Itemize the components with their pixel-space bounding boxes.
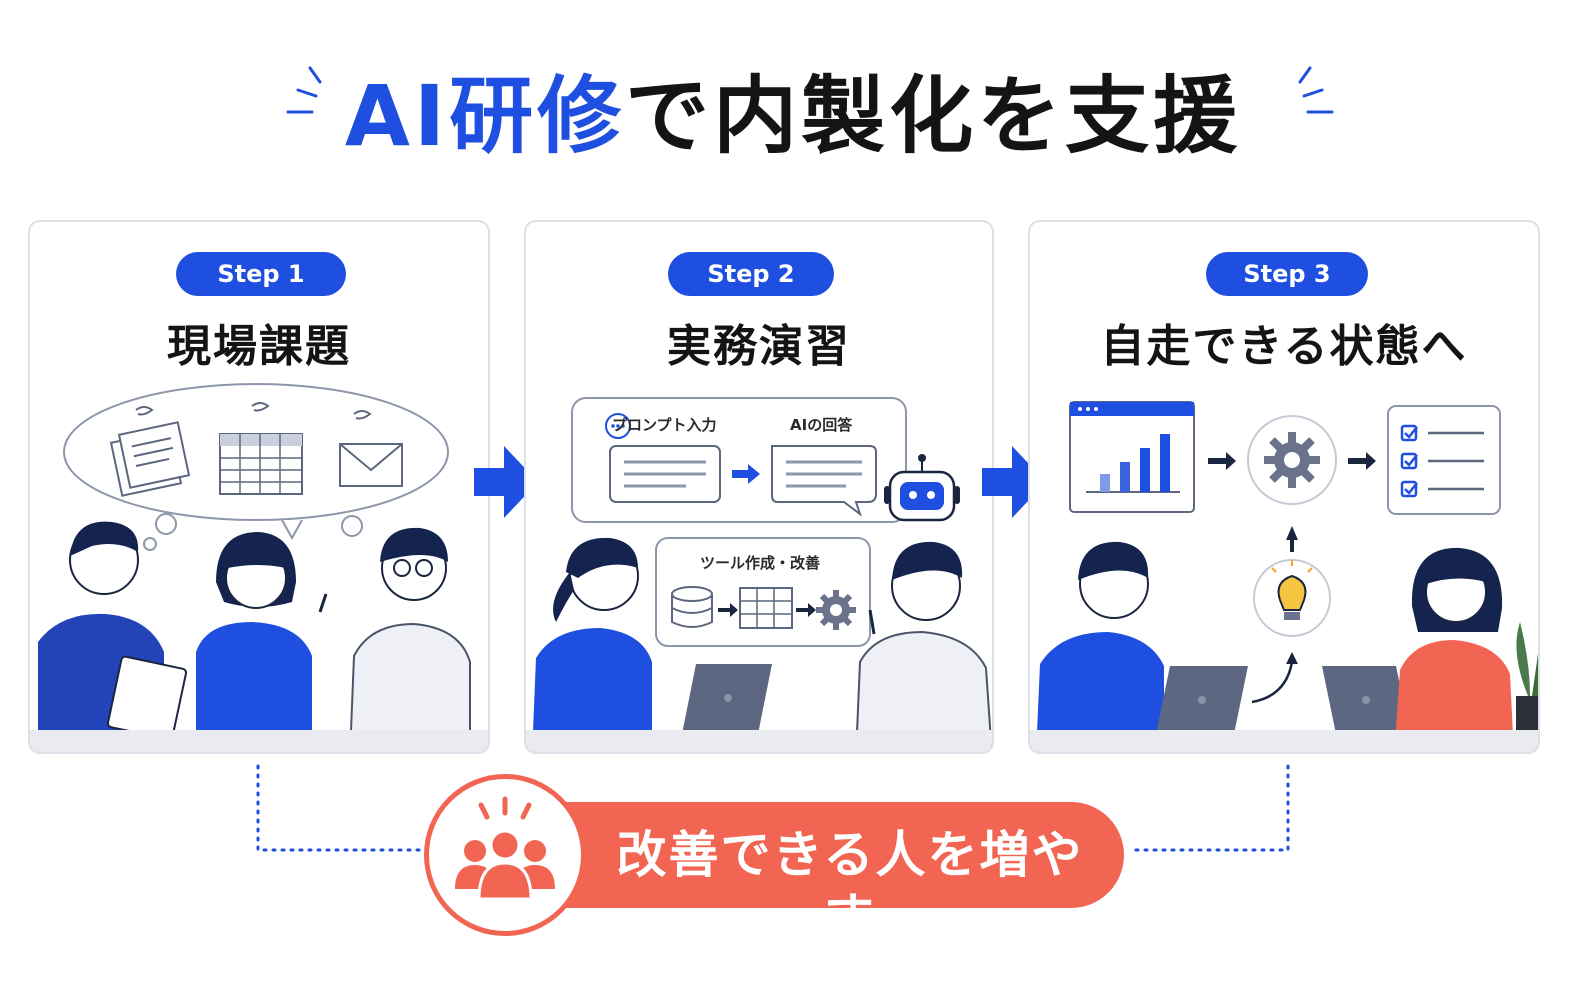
bottom-banner-text: 改善できる人を増やす — [616, 826, 1084, 946]
woman-person — [196, 532, 328, 752]
prompt-label: プロンプト入力 — [612, 416, 717, 434]
sparkle-left-icon — [286, 66, 322, 114]
people-icon-circle — [424, 774, 586, 936]
gear-icon — [816, 590, 856, 630]
step-2-illustration — [532, 397, 992, 752]
step-2-badge: Step 2 — [668, 252, 834, 296]
plant-icon — [1516, 622, 1538, 736]
woman-person — [532, 537, 652, 752]
tool-label: ツール作成・改善 — [700, 554, 821, 572]
arrow-right-icon — [982, 446, 1046, 518]
floor — [30, 730, 488, 752]
chat-icon — [605, 413, 631, 439]
connector-right — [1128, 764, 1290, 852]
lightbulb-icon — [1253, 559, 1331, 637]
step-3-card: Step 3 自走できる状態へ — [1028, 220, 1540, 754]
step-1-illustration — [38, 383, 471, 752]
title-accent: AI研修 — [344, 67, 626, 165]
table-icon — [739, 587, 793, 629]
step-2-card: Step 2 実務演習 — [524, 220, 994, 754]
database-icon — [671, 586, 713, 628]
people-icon — [455, 796, 555, 901]
arrow-right-icon — [474, 446, 538, 518]
step-3-title: 自走できる状態へ — [1100, 321, 1468, 372]
step-1-card: Step 1 現場課題 — [28, 220, 490, 754]
step-1-badge: Step 1 — [176, 252, 346, 296]
connector-left — [256, 764, 428, 852]
glasses-person — [349, 527, 471, 752]
step-1-title: 現場課題 — [167, 321, 351, 372]
step-3-badge: Step 3 — [1206, 252, 1368, 296]
step-2-title: 実務演習 — [667, 321, 851, 372]
table-icon — [219, 402, 303, 495]
page-title: AI研修で内製化を支援 — [0, 70, 1586, 162]
floor — [526, 730, 992, 752]
robot-icon — [884, 454, 960, 522]
woman-person — [1394, 547, 1514, 752]
title-rest: で内製化を支援 — [625, 67, 1242, 165]
floor — [1030, 730, 1538, 752]
worker-person — [38, 521, 188, 752]
answer-label: AIの回答 — [790, 416, 853, 434]
laptop-icon — [666, 664, 786, 740]
sparkle-right-icon — [1298, 66, 1334, 114]
step-3-illustration — [1036, 401, 1538, 752]
chart-icon — [1069, 401, 1195, 513]
man-person — [855, 541, 992, 752]
man-person — [1036, 541, 1164, 752]
document-icon — [109, 406, 191, 497]
gear-icon — [1247, 415, 1337, 505]
checklist-icon — [1387, 405, 1501, 515]
mail-icon — [339, 410, 403, 487]
